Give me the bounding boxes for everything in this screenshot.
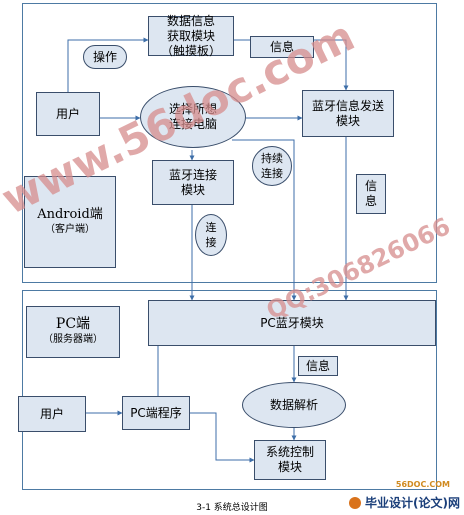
figure-caption: 3-1 系统总设计图 [196, 503, 268, 513]
system-control-module: 系统控制 模块 [254, 440, 326, 480]
pc-server-region [22, 290, 437, 490]
pc-title: PC端 [55, 316, 91, 332]
brand-url: 56DOC.COM [395, 480, 450, 489]
android-client-region [22, 3, 437, 283]
android-title: Android端 [37, 207, 103, 222]
info-label-right: 信 息 [356, 174, 386, 214]
info-label-top: 信息 [250, 36, 314, 58]
android-subtitle: （客户端） [45, 224, 95, 235]
pc-program-node: PC端程序 [122, 396, 190, 430]
keep-connect-label: 持续 连接 [252, 146, 292, 186]
select-pc-node: 选择所想 连接电脑 [140, 86, 246, 148]
pc-subtitle: （服务器端） [43, 334, 103, 345]
site-brand: 56DOC.COM 毕业设计(论文)网 [349, 480, 460, 511]
operate-label: 操作 [83, 45, 127, 69]
brand-logo-icon [349, 496, 362, 509]
connect-label: 连 接 [195, 214, 227, 256]
data-parse-node: 数据解析 [242, 382, 346, 428]
pc-server-label: PC端 （服务器端） [26, 306, 120, 358]
info-label-mid: 信息 [298, 356, 338, 376]
brand-text: 毕业设计(论文)网 [365, 496, 460, 510]
touch-input-module: 数据信息 获取模块 （触摸板） [148, 14, 234, 58]
bluetooth-send-module: 蓝牙信息发送 模块 [302, 90, 394, 137]
user-node-server: 用户 [18, 396, 86, 432]
user-node-client: 用户 [36, 92, 100, 136]
bluetooth-connect-module: 蓝牙连接 模块 [152, 160, 234, 205]
pc-bluetooth-module: PC蓝牙模块 [148, 300, 436, 346]
android-client-label: Android端 （客户端） [24, 176, 116, 268]
